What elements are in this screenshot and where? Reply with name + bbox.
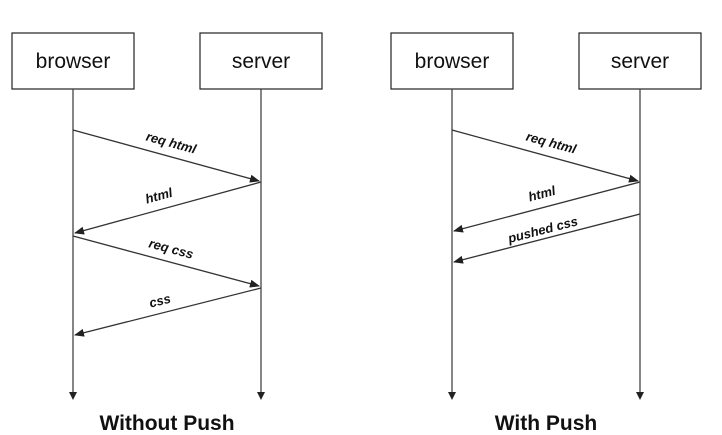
message-arrow: [72, 129, 260, 183]
message-req-html: req html: [451, 129, 639, 183]
actor-label: browser: [36, 50, 111, 73]
caption-without-push: Without Push: [99, 412, 234, 435]
message-label: css: [148, 291, 173, 311]
message-arrow: [74, 181, 262, 235]
message-label: pushed css: [505, 213, 579, 246]
actor-server: server: [578, 32, 702, 90]
message-html: html: [74, 181, 262, 235]
message-html: html: [453, 181, 641, 233]
actor-label: server: [611, 50, 669, 73]
actor-box: [199, 32, 323, 90]
actor-browser: browser: [11, 32, 135, 90]
message-label: req html: [144, 129, 198, 157]
message-arrow: [453, 213, 641, 264]
message-req-css: req css: [72, 235, 260, 288]
actor-label: browser: [415, 50, 490, 73]
message-arrow: [74, 287, 262, 337]
message-pushed-css: pushed css: [453, 213, 641, 264]
message-label: html: [144, 185, 175, 207]
actor-box: [11, 32, 135, 90]
message-arrow: [453, 181, 641, 233]
panel-without-push: browser server req html html req css css…: [11, 32, 323, 435]
message-arrow: [72, 235, 260, 288]
actor-label: server: [232, 50, 290, 73]
message-arrow: [451, 129, 639, 183]
actor-server: server: [199, 32, 323, 90]
panel-with-push: browser server req html html pushed css …: [390, 32, 702, 435]
caption-with-push: With Push: [495, 412, 597, 435]
message-label: html: [527, 183, 558, 205]
message-css: css: [74, 287, 262, 337]
actor-browser: browser: [390, 32, 514, 90]
message-req-html: req html: [72, 129, 260, 183]
